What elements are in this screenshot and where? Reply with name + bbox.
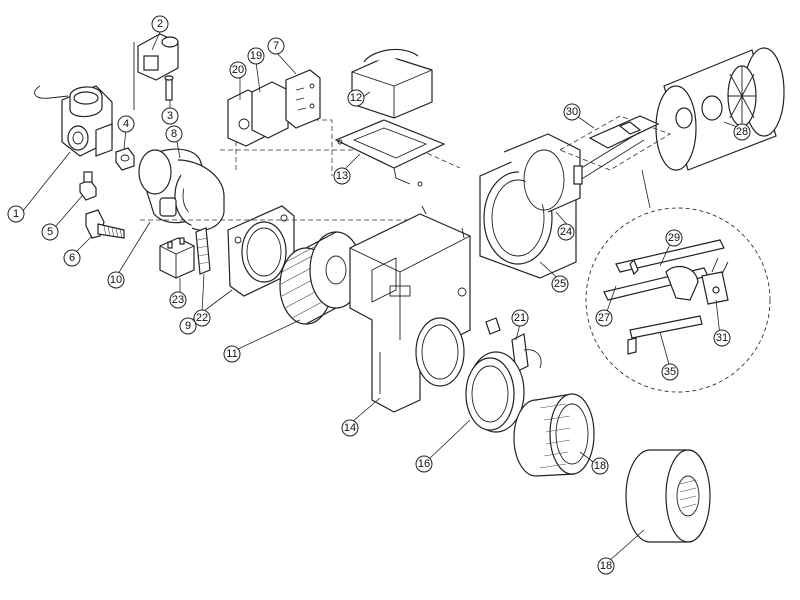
callout-20: 20 — [229, 61, 247, 79]
callout-8: 8 — [165, 125, 183, 143]
part-combustion-head — [513, 393, 595, 477]
callout-19: 19 — [247, 47, 265, 65]
callouts: 1 2 3 4 5 6 7 8 9 10 11 12 13 14 16 18 1… — [7, 15, 751, 575]
callout-11: 11 — [223, 345, 241, 363]
part-fan-wheel — [279, 231, 363, 325]
callout-25: 25 — [551, 275, 569, 293]
svg-text:4: 4 — [123, 118, 129, 130]
part-pin — [164, 75, 174, 101]
part-electrode-assembly — [559, 115, 671, 185]
callout-29: 29 — [665, 229, 683, 247]
svg-text:12: 12 — [350, 92, 362, 104]
callout-31: 31 — [713, 329, 731, 347]
svg-text:29: 29 — [668, 232, 680, 244]
part-nut — [115, 147, 135, 171]
callout-10: 10 — [107, 271, 125, 289]
svg-text:27: 27 — [598, 312, 610, 324]
callout-30: 30 — [563, 103, 581, 121]
part-stabilizer-disc — [727, 65, 757, 127]
svg-text:16: 16 — [418, 458, 430, 470]
callout-2: 2 — [151, 15, 169, 33]
svg-text:21: 21 — [514, 312, 526, 324]
callout-3: 3 — [161, 107, 179, 125]
svg-text:30: 30 — [566, 106, 578, 118]
callout-13: 13 — [333, 167, 351, 185]
part-blast-tube — [655, 47, 785, 171]
part-rail — [195, 227, 211, 275]
part-air-guide — [479, 133, 581, 279]
svg-text:13: 13 — [336, 170, 348, 182]
callout-16: 16 — [415, 455, 433, 473]
svg-text:25: 25 — [554, 278, 566, 290]
svg-text:3: 3 — [167, 110, 173, 122]
svg-text:24: 24 — [560, 226, 572, 238]
callout-9: 9 — [179, 317, 197, 335]
svg-text:8: 8 — [171, 128, 177, 140]
callout-18-bottom: 18 — [597, 557, 615, 575]
part-cover-plate — [334, 119, 446, 187]
part-bracket — [485, 317, 542, 373]
callout-12: 12 — [347, 89, 365, 107]
detail-inset — [585, 169, 771, 393]
callout-18-middle: 18 — [591, 457, 609, 475]
svg-text:5: 5 — [47, 226, 53, 238]
callout-24: 24 — [557, 223, 575, 241]
part-coil — [133, 33, 179, 110]
callout-4: 4 — [117, 115, 135, 133]
svg-text:35: 35 — [664, 366, 676, 378]
part-control-box — [227, 69, 321, 147]
part-motor — [138, 148, 225, 231]
part-fitting — [79, 171, 97, 201]
svg-text:7: 7 — [273, 40, 279, 52]
callout-22: 22 — [193, 309, 211, 327]
callout-5: 5 — [41, 223, 59, 241]
svg-text:23: 23 — [172, 294, 184, 306]
callout-28: 28 — [733, 123, 751, 141]
svg-text:20: 20 — [232, 64, 244, 76]
svg-text:11: 11 — [226, 348, 237, 360]
callout-6: 6 — [63, 249, 81, 267]
part-transformer — [351, 48, 433, 119]
callout-7: 7 — [267, 37, 285, 55]
part-nozzle-cap — [625, 449, 711, 543]
svg-text:22: 22 — [196, 312, 208, 324]
part-burner-housing — [349, 205, 471, 413]
part-block — [159, 237, 195, 279]
svg-text:31: 31 — [716, 332, 728, 344]
callout-21: 21 — [511, 309, 529, 327]
callout-27: 27 — [595, 309, 613, 327]
part-elbow-nozzle — [85, 209, 125, 239]
callout-35: 35 — [661, 363, 679, 381]
part-ring — [465, 351, 525, 433]
svg-text:18: 18 — [594, 460, 606, 472]
svg-text:1: 1 — [13, 208, 19, 220]
svg-text:28: 28 — [736, 126, 748, 138]
svg-text:2: 2 — [157, 18, 163, 30]
svg-text:10: 10 — [110, 274, 122, 286]
svg-text:18: 18 — [600, 560, 612, 572]
svg-text:14: 14 — [344, 422, 356, 434]
part-pump-body — [34, 85, 113, 157]
svg-text:9: 9 — [185, 320, 191, 332]
svg-text:6: 6 — [69, 252, 75, 264]
callout-1: 1 — [7, 205, 25, 223]
callout-14: 14 — [341, 419, 359, 437]
callout-23: 23 — [169, 291, 187, 309]
svg-text:19: 19 — [250, 50, 262, 62]
